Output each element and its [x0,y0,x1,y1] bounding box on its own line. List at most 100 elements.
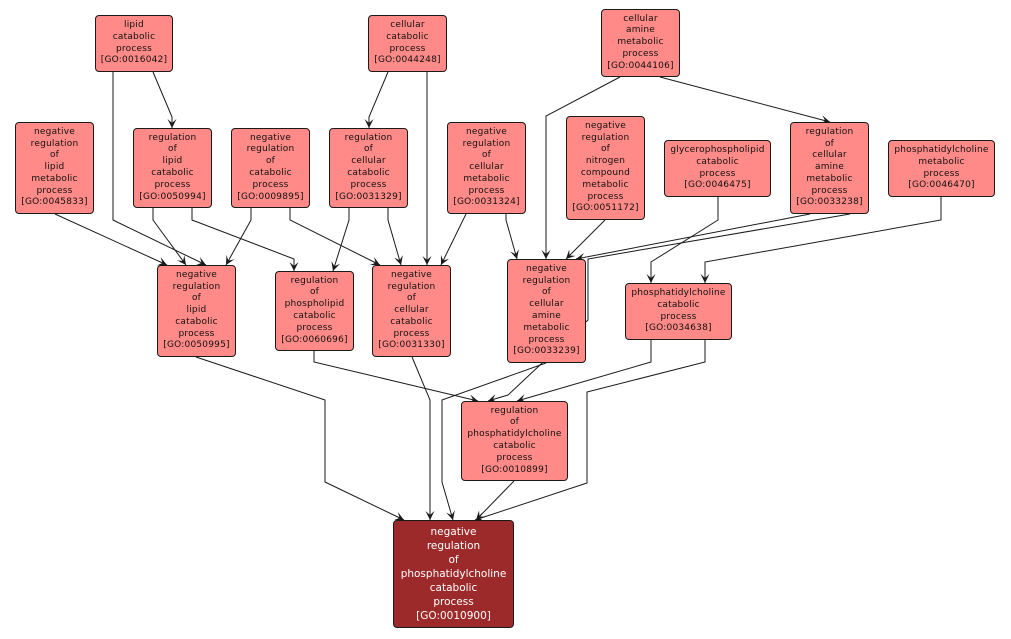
term-label-line: metabolic [31,173,78,184]
arrowhead-icon [195,257,206,266]
edge-go-0044248-to-go-0031330 [422,72,432,265]
arrowhead-icon [331,261,340,271]
term-id: [GO:0051172] [572,203,639,214]
term-label-line: metabolic [918,156,965,167]
term-label-line: phosphatidylcholine [467,429,562,440]
term-label-line: negative [526,263,567,274]
term-label-line: process [36,185,73,196]
edge-line [475,480,515,521]
term-id: [GO:0050994] [139,191,206,202]
term-label-line: process [393,328,430,339]
term-label-line: catabolic [347,168,390,178]
edge-go-0051172-to-go-0033239 [565,219,606,260]
arrowhead-icon [425,511,435,520]
term-label-line: of [600,144,611,155]
term-label-line: regulation [426,540,481,552]
edge-line [152,71,173,128]
term-label-line: process [811,185,848,196]
term-label-line: regulation [805,126,854,137]
term-label-line: negative [430,526,477,538]
term-label-line: catabolic [151,168,194,178]
term-label-line: regulation [344,132,393,143]
term-label-line: cellular [469,162,504,173]
term-label-line: of [541,287,552,298]
term-label-line: process [699,168,736,179]
edge-line [195,356,405,521]
term-label-line: phosphatidylcholine [400,568,507,580]
edge-go-0031324-to-go-0031330 [440,213,467,266]
term-label-line: process [178,328,215,339]
term-label-line: catabolic [390,316,433,327]
edge-line [505,214,518,260]
term-label-line: metabolic [523,322,570,333]
arrowhead-icon [440,254,450,265]
edge-go-0050995-to-go-0010900 [195,356,405,521]
edge-go-0034638-to-go-0010899 [516,340,652,403]
term-label-line: of [167,144,178,155]
edge-line [368,71,389,128]
term-label-line: negative [391,269,432,280]
term-label-line: lipid [124,19,144,30]
term-id: [GO:0031330] [378,340,445,351]
arrowhead-icon [646,274,656,283]
edge-line [225,208,252,266]
term-id: [GO:0060696] [281,334,348,345]
term-label-line: process [496,452,533,463]
term-label-line: glycerophospholipid [670,144,765,155]
edge-line [54,213,168,266]
term-id: [GO:0044248] [374,55,441,66]
edge-line [441,362,547,521]
term-label-line: catabolic [293,311,336,321]
term-label-line: amine [531,311,562,321]
edge-line [387,208,402,266]
term-label-line: regulation [290,275,339,286]
term-label-line: process [587,191,624,202]
edge-line [411,356,431,520]
edge-line [545,76,621,259]
term-label-line: process [528,334,565,345]
term-label-line: regulation [387,281,436,292]
edge-go-0031324-to-go-0033239 [505,214,519,260]
term-label-line: of [824,138,835,149]
term-label-line: catabolic [493,441,536,451]
edge-go-0050994-to-go-0050995 [152,208,187,266]
term-id: [GO:0033239] [513,346,580,357]
term-id: [GO:0046475] [684,180,751,191]
term-label-line: regulation [522,275,571,286]
edge-go-0044248-to-go-0031329 [364,71,389,128]
term-label-line: regulation [148,132,197,143]
edge-go-0031329-to-go-0060696 [331,208,350,272]
arrowhead-icon [289,262,299,271]
term-label-line: lipid [162,156,183,167]
term-id: [GO:0016042] [100,55,168,66]
term-label-line: catabolic [429,582,478,594]
term-label-line: metabolic [806,173,853,184]
term-label-line: regulation [172,281,221,292]
term-id: [GO:0031329] [335,191,402,202]
edge-line [313,351,479,402]
arrowhead-icon [566,249,576,259]
term-label-line: phosphatidylcholine [894,144,989,155]
arrowhead-icon [393,512,404,521]
edge-line [516,340,652,402]
